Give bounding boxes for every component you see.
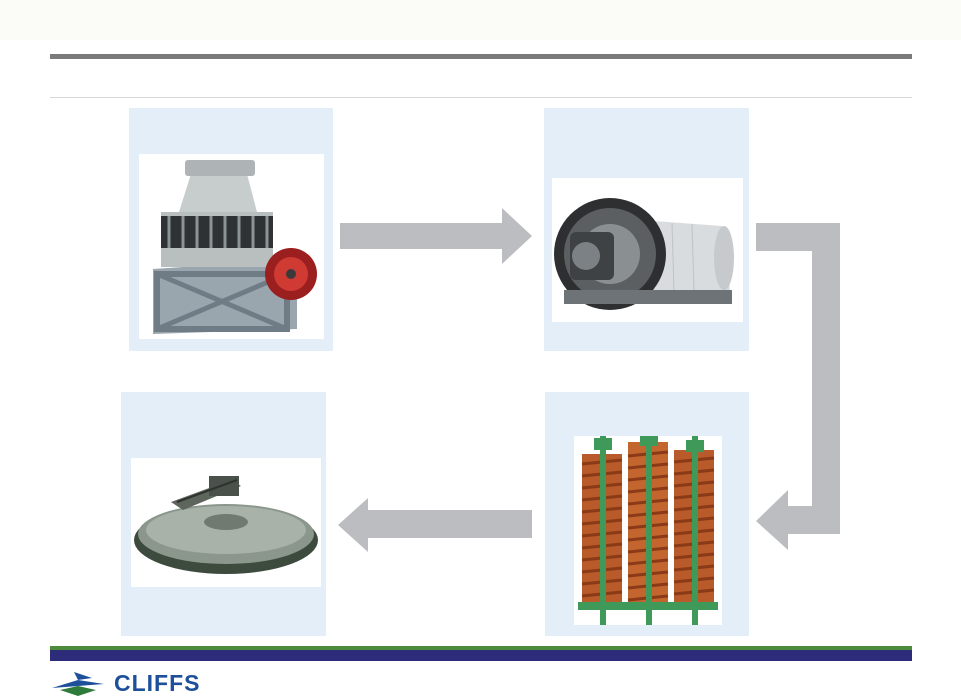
footer-stripe-green <box>50 646 912 650</box>
arrow-spiral-to-thickener <box>338 498 532 552</box>
arrow-crusher-to-mill <box>340 208 532 264</box>
cliffs-logo: CLIFFS <box>52 670 201 696</box>
arrow-mill-to-spiral <box>756 223 840 550</box>
header-divider <box>50 97 912 98</box>
footer-stripe-blue <box>50 650 912 661</box>
cone-crusher-photo <box>139 154 324 339</box>
spiral-concentrator-photo <box>574 436 722 625</box>
header-band <box>0 0 961 40</box>
ball-mill-photo <box>552 178 743 322</box>
cliffs-logo-mark-icon <box>52 672 104 696</box>
thickener-photo <box>131 458 321 587</box>
logo-text: CLIFFS <box>114 670 201 696</box>
title-rule <box>50 54 912 59</box>
